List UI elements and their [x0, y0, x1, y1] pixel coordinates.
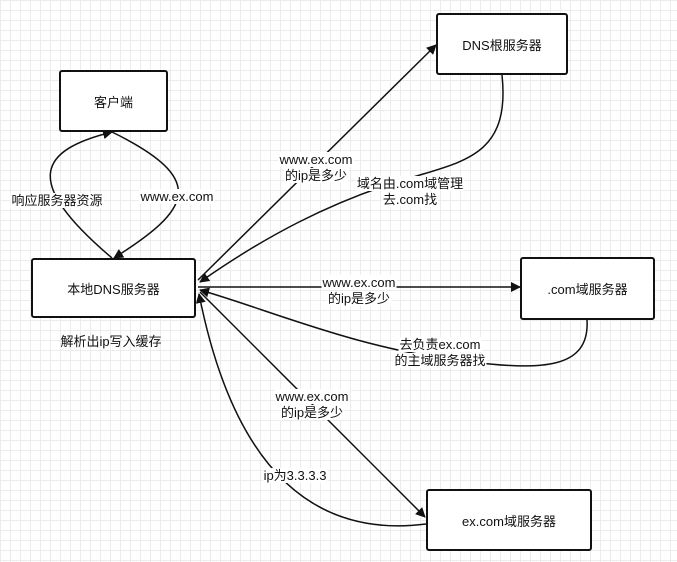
respond-label: 响应服务器资源 — [10, 193, 104, 209]
root-dns-node-label: DNS根服务器 — [462, 37, 542, 53]
edge-local-to-excom — [199, 291, 426, 518]
parse-cache-label: 解析出ip写入缓存 — [60, 334, 161, 350]
com-answer-label: 去负责ex.com 的主域服务器找 — [393, 337, 487, 369]
root-query-line2: 的ip是多少 — [283, 168, 349, 183]
respond-label-text: 响应服务器资源 — [10, 193, 104, 208]
root-dns-node[interactable]: DNS根服务器 — [436, 13, 568, 75]
excom-answer-label: ip为3.3.3.3 — [262, 468, 328, 484]
root-answer-line2: 去.com找 — [381, 192, 439, 207]
client-node-label: 客户端 — [93, 94, 133, 110]
excom-dns-node-label: ex.com域服务器 — [462, 513, 556, 529]
root-query-line1: www.ex.com — [278, 152, 354, 167]
client-node[interactable]: 客户端 — [59, 70, 168, 132]
parse-cache-label-text: 解析出ip写入缓存 — [60, 334, 162, 349]
root-answer-line1: 域名由.com域管理 — [355, 176, 465, 191]
root-answer-label: 域名由.com域管理 去.com找 — [355, 176, 465, 208]
local-dns-node[interactable]: 本地DNS服务器 — [31, 258, 196, 318]
com-dns-node-label: .com域服务器 — [547, 282, 628, 297]
com-dns-node[interactable]: .com域服务器 — [520, 257, 655, 320]
excom-query-label: www.ex.com 的ip是多少 — [274, 389, 350, 421]
com-answer-line1: 去负责ex.com — [398, 337, 482, 352]
client-query-label-text: www.ex.com — [139, 189, 215, 204]
excom-dns-node[interactable]: ex.com域服务器 — [426, 489, 592, 551]
excom-query-line1: www.ex.com — [274, 389, 350, 404]
local-dns-node-label: 本地DNS服务器 — [67, 281, 160, 297]
excom-answer-text: ip为3.3.3.3 — [262, 468, 328, 483]
com-answer-line2: 的主域服务器找 — [393, 353, 487, 368]
com-query-label: www.ex.com 的ip是多少 — [321, 275, 397, 307]
com-query-line2: 的ip是多少 — [326, 291, 392, 306]
edge-local-to-client — [49, 129, 113, 259]
excom-query-line2: 的ip是多少 — [279, 405, 345, 420]
root-query-label: www.ex.com 的ip是多少 — [278, 152, 354, 184]
client-query-label: www.ex.com — [139, 189, 215, 205]
com-query-line1: www.ex.com — [321, 275, 397, 290]
